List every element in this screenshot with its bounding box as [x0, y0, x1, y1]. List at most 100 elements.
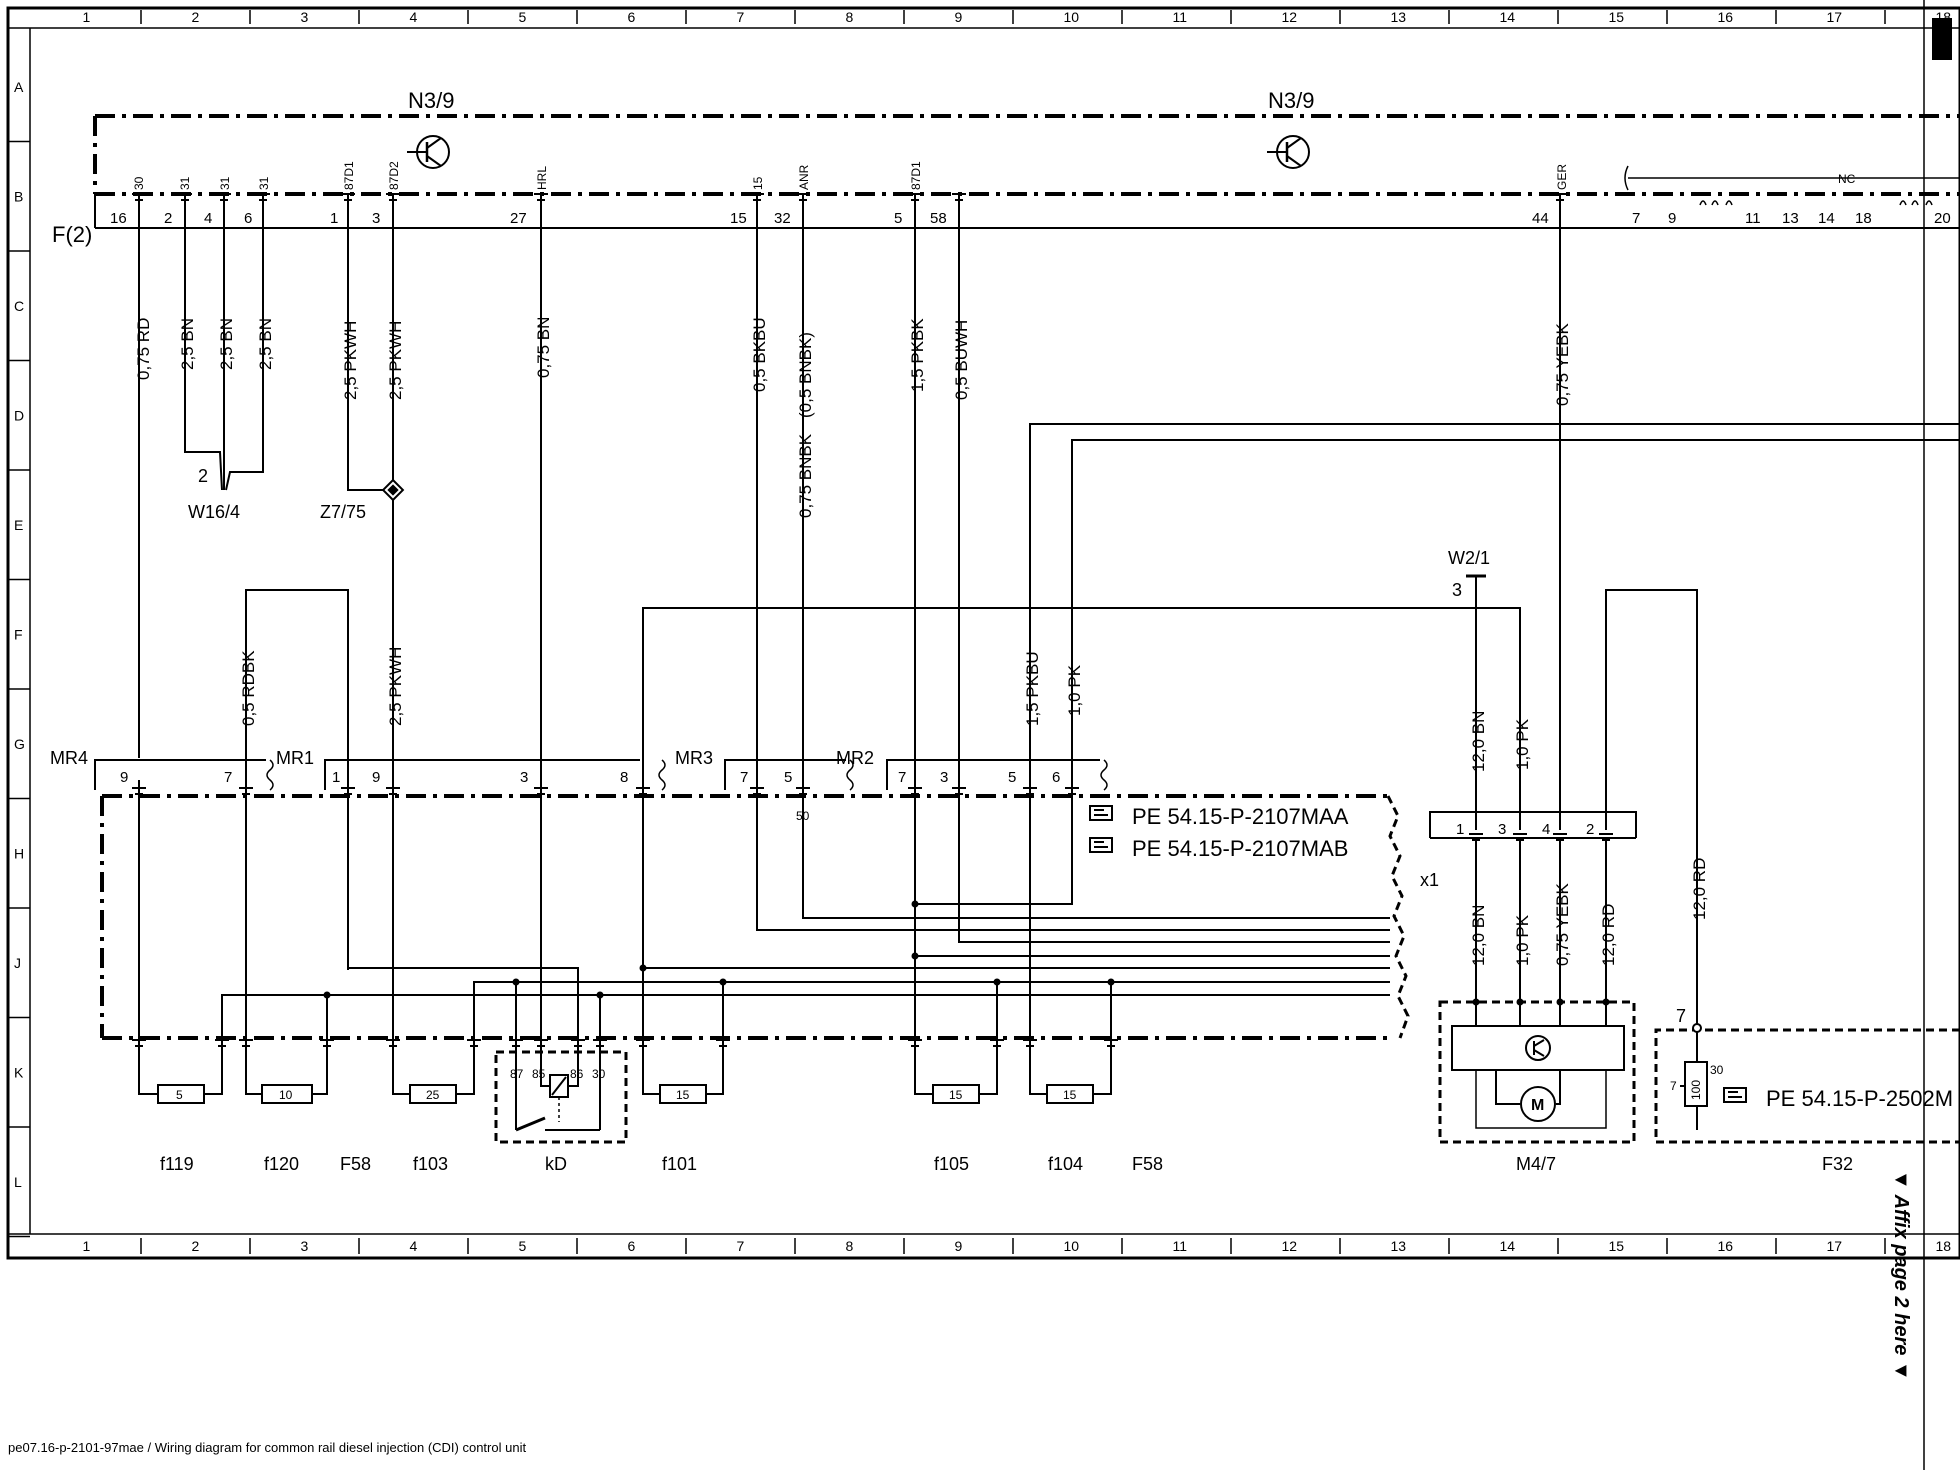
fuse-f103 [392, 1040, 475, 1104]
pin-number: 7 [740, 769, 748, 786]
fuse-label: f105 [934, 1154, 969, 1174]
wire-label: 1,0 PK [1065, 664, 1084, 716]
pin-marker [1023, 787, 1037, 795]
splice-icon [381, 478, 405, 502]
pin-marker [1065, 787, 1079, 795]
pin-marker [1553, 193, 1567, 201]
fuse-value: 10 [279, 1088, 293, 1102]
fuse-value: 15 [949, 1088, 963, 1102]
pin-marker [215, 1039, 229, 1047]
relay-group-label: MR3 [675, 748, 713, 768]
fuse-label: F58 [1132, 1154, 1163, 1174]
pin-marker [256, 193, 270, 201]
grid-column-label: 11 [1173, 9, 1188, 25]
pin-marker [217, 193, 231, 201]
x1-label: x1 [1420, 870, 1439, 890]
grid-column-label: 8 [846, 1238, 854, 1254]
pin-number: 5 [1008, 769, 1016, 786]
svg-text:M: M [1531, 1097, 1544, 1114]
wire-label: 2,5 PKWH [386, 321, 405, 400]
pin-marker [132, 787, 146, 795]
grid-column-label: 2 [192, 9, 200, 25]
w16-4-label: W16/4 [188, 502, 240, 522]
f32-fuse-value: 100 [1689, 1080, 1703, 1100]
f32-fuse-pin: 7 [1670, 1079, 1677, 1093]
grid-column-label: 9 [955, 1238, 963, 1254]
grid-column-label: 14 [1500, 9, 1516, 25]
pin-number: 13 [1782, 210, 1799, 227]
pin-marker [320, 1039, 334, 1047]
wire-label: 1,0 PK [1513, 718, 1532, 770]
grid-column-label: 8 [846, 9, 854, 25]
pin-marker [467, 1039, 481, 1047]
fuse-value: 15 [1063, 1088, 1077, 1102]
grid-column-label: 15 [1609, 1238, 1625, 1254]
wire-label: 1,5 PKBK [908, 318, 927, 392]
relay-group-label: MR2 [836, 748, 874, 768]
pin-label: 31 [257, 176, 271, 190]
reference-label: PE 54.15-P-2107MAB [1132, 836, 1348, 861]
pin-number: 32 [774, 210, 791, 227]
pin-number: 5 [894, 210, 902, 227]
pin-marker [636, 1039, 650, 1047]
wire-label: 0,75 BNBK [796, 433, 815, 518]
fuse-label: f104 [1048, 1154, 1083, 1174]
pin-number: 11 [1745, 210, 1761, 227]
relay-pin: 87 [510, 1067, 524, 1081]
grid-column-label: 15 [1609, 9, 1625, 25]
pin-marker [386, 1039, 400, 1047]
pin-number: 5 [784, 769, 792, 786]
fuse-f104 [1029, 1040, 1112, 1104]
transistor-icon-right [1267, 135, 1310, 169]
pin-label: 87D2 [387, 161, 401, 190]
pin-marker [341, 193, 355, 201]
wire-label: 2,5 BN [217, 318, 236, 370]
fuse-relay-box [100, 794, 1410, 1040]
pin-label: 15 [751, 176, 765, 190]
pin-number: 9 [120, 769, 128, 786]
fuse-value: 25 [426, 1088, 440, 1102]
ecu-n3-9-box [93, 114, 1960, 229]
fuse-label: f103 [413, 1154, 448, 1174]
relay-pin: 86 [570, 1067, 584, 1081]
pin-marker [750, 193, 764, 201]
pin-number: 15 [730, 210, 747, 227]
pin-marker [750, 787, 764, 795]
grid-column-label: 5 [519, 1238, 527, 1254]
grid-column-label: 3 [301, 1238, 309, 1254]
grid-column-label: 3 [301, 9, 309, 25]
pin-label: 31 [178, 176, 192, 190]
pin-marker [636, 787, 650, 795]
pin-marker [534, 193, 548, 201]
f2-label: F(2) [52, 222, 92, 247]
pin-label: GER [1555, 164, 1569, 190]
pin-marker [908, 193, 922, 201]
pin-label: 31 [218, 176, 232, 190]
pin-marker [1599, 833, 1613, 841]
pin-marker [908, 1039, 922, 1047]
relay-group-label: MR4 [50, 748, 88, 768]
n3-9-label-left: N3/9 [408, 88, 454, 113]
page-footer: pe07.16-p-2101-97mae / Wiring diagram fo… [8, 1440, 527, 1455]
pin-number: 16 [110, 210, 127, 227]
pin-label: 87D1 [909, 161, 923, 190]
grid-column-label: 11 [1173, 1238, 1188, 1254]
pin-number: 14 [1818, 210, 1835, 227]
f32-pin: 7 [1676, 1006, 1686, 1026]
grid-column-label: 16 [1718, 9, 1734, 25]
wire-label: 2,5 PKWH [386, 647, 405, 726]
grid-column-label: 2 [192, 1238, 200, 1254]
pin-marker [509, 1039, 523, 1047]
relay-connector-strip [94, 759, 1108, 791]
pin-number: 20 [1934, 210, 1951, 227]
grid-column-label: 4 [410, 1238, 418, 1254]
pin-marker [593, 1039, 607, 1047]
reference-label: PE 54.15-P-2107MAA [1132, 804, 1349, 829]
pin-number: 7 [1632, 210, 1640, 227]
pin-number: 9 [1668, 210, 1676, 227]
wire-label: 0,5 BUWH [952, 320, 971, 400]
pin-number: 58 [930, 210, 947, 227]
f32-fuse-box [1654, 1023, 1960, 1144]
wire-label: 12,0 BN [1469, 711, 1488, 772]
